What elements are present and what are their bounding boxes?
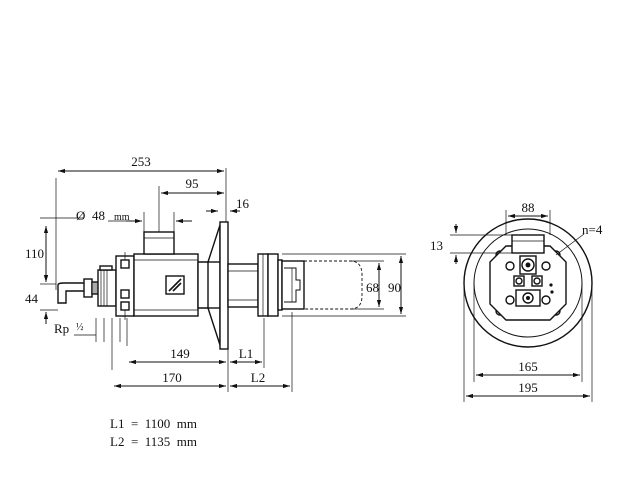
body-mounting-plate — [115, 252, 135, 320]
mounting-flange — [219, 221, 229, 350]
dim-48: 48 — [92, 208, 105, 223]
dim-16: 16 — [236, 196, 250, 211]
holes-count-label: n=4 — [582, 222, 603, 237]
dim-heights: 110 44 — [25, 217, 84, 324]
front-components — [505, 255, 554, 307]
inlet-connector — [97, 265, 117, 307]
dim-tube-diameter: Ø 48 mm — [76, 208, 192, 232]
dim-overall-length: 253 — [55, 154, 227, 290]
dim-L2-label: L2 — [251, 370, 265, 385]
note-l1: L1 = 1100 mm — [110, 416, 197, 431]
dim-170-label: 170 — [162, 370, 182, 385]
dim-195-label: 195 — [518, 380, 538, 395]
dim-44: 44 — [25, 291, 39, 306]
front-view: 88 13 n=4 165 195 — [430, 200, 603, 402]
dim-L1: L1 — [230, 318, 265, 368]
dim-flange-thickness: 16 — [206, 196, 250, 214]
dim-48-unit: mm — [114, 212, 130, 223]
burner-tube — [227, 263, 259, 308]
dim-13-label: 13 — [430, 238, 443, 253]
burner-body — [133, 231, 199, 317]
dim-diameter-symbol: Ø — [76, 208, 85, 223]
dim-165-label: 165 — [518, 359, 538, 374]
burner-cone — [197, 224, 221, 346]
note-l2: L2 = 1135 mm — [110, 434, 197, 449]
dim-L2: L2 — [230, 312, 293, 392]
dim-95: 95 — [186, 176, 199, 191]
dim-170: 170 — [114, 370, 226, 389]
holes-leader: n=4 — [555, 222, 603, 256]
dim-tube-offset: 95 — [158, 176, 224, 232]
burner-head — [257, 253, 363, 317]
dim-253: 253 — [131, 154, 151, 169]
dim-thread-size: ½ — [76, 322, 84, 333]
dim-195: 195 — [463, 283, 593, 402]
side-view: 253 95 Ø 48 mm 16 — [25, 154, 406, 392]
dim-88-label: 88 — [522, 200, 535, 215]
dim-110: 110 — [25, 246, 44, 261]
dim-head-diameters: 68 90 — [282, 253, 406, 317]
dim-thread-rp: Rp — [54, 321, 69, 336]
dim-L1-label: L1 — [239, 346, 253, 361]
dim-90: 90 — [388, 280, 401, 295]
gas-inlet-elbow — [57, 278, 99, 304]
dim-149-label: 149 — [170, 346, 190, 361]
dim-68: 68 — [366, 280, 379, 295]
dim-149: 149 — [129, 320, 229, 392]
dim-13: 13 — [430, 224, 512, 264]
length-notes: L1 = 1100 mm L2 = 1135 mm — [110, 416, 197, 449]
dim-165: 165 — [473, 283, 583, 382]
dim-thread: Rp ½ — [54, 318, 128, 370]
dim-88: 88 — [505, 200, 551, 235]
